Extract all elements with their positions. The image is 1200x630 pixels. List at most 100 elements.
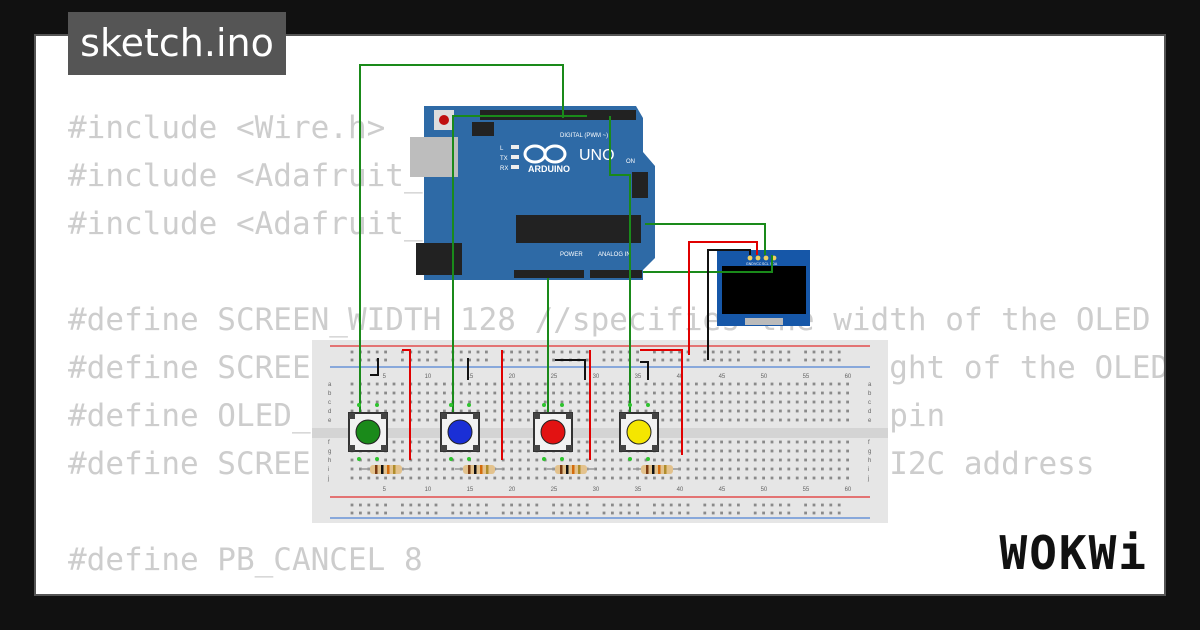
led [511, 165, 519, 169]
column-number: 30 [593, 374, 600, 380]
code-line: #define SCREEN_WIDTH 128 //specifies the… [68, 302, 1151, 338]
row-letter: b [868, 391, 872, 397]
column-numbers: 5510101515202025253030353540404545505055… [383, 374, 852, 493]
column-number: 35 [635, 487, 642, 493]
model-label: UNO [579, 147, 615, 164]
row-letter: i [328, 467, 329, 473]
row-letter: e [328, 418, 332, 424]
led-label: L [500, 146, 504, 152]
row-letter: a [328, 382, 332, 388]
column-number: 20 [509, 487, 516, 493]
wire-green-oled-sda [643, 255, 773, 273]
led [511, 155, 519, 159]
power-label: POWER [560, 252, 583, 258]
column-number: 55 [803, 374, 810, 380]
row-letter: g [868, 449, 871, 455]
wire-green-4 [609, 116, 631, 415]
column-number: 15 [467, 487, 474, 493]
column-number: 45 [719, 487, 726, 493]
column-number: 5 [383, 487, 387, 493]
column-number: 40 [677, 374, 684, 380]
column-number: 10 [425, 374, 432, 380]
power-header [514, 270, 584, 278]
code-line: #define PB_CANCEL 8 [68, 542, 423, 578]
row-letter: j [867, 476, 869, 482]
column-number: 30 [593, 487, 600, 493]
column-number: 35 [635, 374, 642, 380]
analog-label: ANALOG IN [598, 252, 631, 258]
pushbutton-red[interactable] [533, 403, 573, 461]
column-number: 25 [551, 487, 558, 493]
resistors [362, 465, 681, 474]
code-line: #define PB_OK 7 [68, 590, 348, 594]
pushbuttons[interactable] [348, 403, 659, 461]
oled-screen [722, 266, 806, 314]
row-letter: d [328, 409, 331, 415]
wire-green-2 [452, 115, 587, 415]
wire-black-oled-gnd [707, 249, 751, 360]
column-number: 10 [425, 487, 432, 493]
file-tab[interactable]: sketch.ino [68, 12, 286, 75]
analog-header [590, 270, 642, 278]
row-letter: b [328, 391, 332, 397]
pushbutton-yellow[interactable] [619, 403, 659, 461]
led-label: TX [500, 156, 508, 162]
arduino-uno-board[interactable]: ARDUINO UNO DIGITAL (PWM ~) POWER ANALOG… [410, 106, 655, 280]
icsp-header [472, 122, 494, 136]
wokwi-logo: WOKWi [999, 526, 1148, 580]
column-number: 55 [803, 487, 810, 493]
oled-pin-label: SCL [762, 262, 769, 266]
column-number: 45 [719, 374, 726, 380]
column-number: 60 [845, 487, 852, 493]
column-number: 60 [845, 374, 852, 380]
wire-green-1 [359, 64, 564, 415]
column-number: 25 [551, 374, 558, 380]
row-letter: f [868, 440, 870, 446]
resistor [547, 465, 595, 474]
wire-green-oled-scl [645, 223, 766, 255]
column-number: 15 [467, 374, 474, 380]
oled-pin-label: GND [746, 262, 754, 266]
row-letter: c [868, 400, 871, 406]
column-number: 20 [509, 374, 516, 380]
breadboard[interactable]: 5510101515202025253030353540404545505055… [312, 340, 888, 523]
row-letter: e [868, 418, 872, 424]
resistor [362, 465, 410, 474]
row-letter: j [327, 476, 329, 482]
wires [359, 64, 773, 460]
row-letter: i [868, 467, 869, 473]
led-label: RX [500, 166, 508, 172]
led-labels: L TX RX [500, 145, 519, 172]
oled-pin [763, 255, 769, 261]
column-number: 50 [761, 374, 768, 380]
breadboard-channel [312, 428, 888, 438]
oled-pin-label: VCC [754, 262, 762, 266]
row-letter: g [328, 449, 331, 455]
usb-port [410, 137, 458, 177]
wire-red-oled-vcc [688, 241, 758, 355]
arduino-logo-icon [523, 144, 567, 164]
pushbutton-green[interactable] [348, 403, 388, 461]
row-letter: f [328, 440, 330, 446]
on-label: ON [626, 159, 635, 165]
led [511, 145, 519, 149]
oled-pin [747, 255, 753, 261]
row-letter: a [868, 382, 872, 388]
row-letter: c [328, 400, 331, 406]
column-number: 5 [383, 374, 387, 380]
digital-label: DIGITAL (PWM ~) [560, 133, 608, 139]
oled-pin-label: SDA [770, 262, 778, 266]
icsp-header-2 [632, 172, 648, 198]
row-letter: h [868, 458, 871, 464]
oled-pin [755, 255, 761, 261]
column-number: 50 [761, 487, 768, 493]
power-jack [416, 243, 462, 275]
row-letter: d [868, 409, 871, 415]
brand-label: ARDUINO [528, 164, 570, 174]
resistor [633, 465, 681, 474]
pushbutton-blue[interactable] [440, 403, 480, 461]
row-letter: h [328, 458, 331, 464]
